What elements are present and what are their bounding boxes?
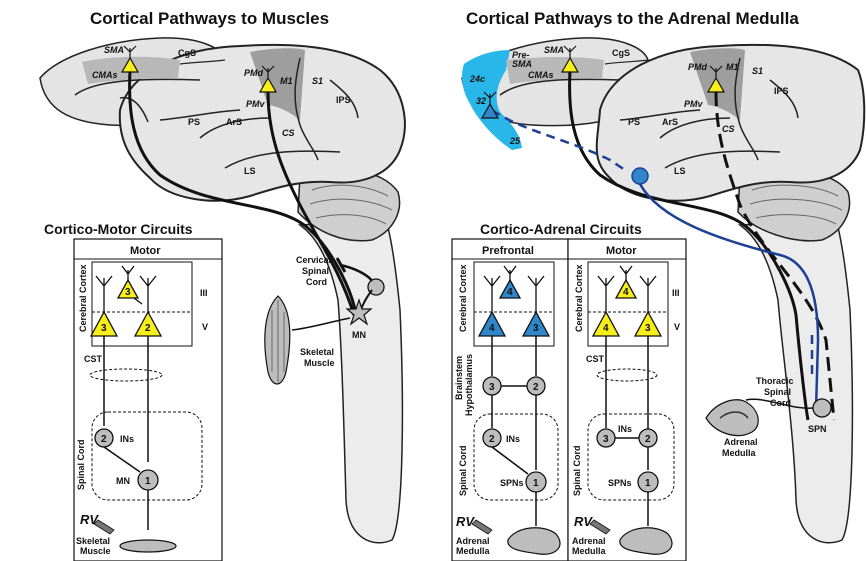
label-ips: IPS	[774, 86, 789, 96]
label-cmas: CMAs	[92, 70, 118, 80]
spinal-cord-label: Spinal Cord	[76, 439, 86, 490]
am-neuron-4-upper: 4	[623, 287, 629, 298]
motor-box-title: Motor	[130, 245, 161, 257]
pf-medulla-label: Medulla	[456, 546, 490, 556]
label-cervical: Cervical	[296, 255, 331, 265]
pf-neuron-1-spn: 1	[533, 478, 539, 489]
am-cst-label: CST	[586, 354, 605, 364]
am-neuron-2-spinal: 2	[645, 434, 651, 445]
label-adrenal: Adrenal	[724, 437, 758, 447]
label-m1: M1	[726, 62, 739, 72]
am-neuron-1-spn: 1	[645, 478, 651, 489]
pf-neuron-3-cortex: 3	[533, 323, 539, 334]
label-cgs: CgS	[178, 48, 196, 58]
label-spn: SPN	[808, 424, 827, 434]
motor-circuit-box: Motor Cerebral Cortex III V 3 3 2 CST Sp…	[74, 239, 222, 561]
am-layer-v: V	[674, 322, 680, 332]
label-ls: LS	[244, 166, 256, 176]
pf-spns-label: SPNs	[500, 478, 524, 488]
label-25: 25	[509, 136, 521, 146]
pf-adrenal-label: Adrenal	[456, 536, 490, 546]
label-ips: IPS	[336, 95, 351, 105]
pf-neuron-2-spinal: 2	[489, 434, 495, 445]
label-pmv: PMv	[684, 99, 704, 109]
layer-iii: III	[200, 288, 208, 298]
pf-spinal-cord-label: Spinal Cord	[458, 445, 468, 496]
label-cs: CS	[722, 124, 735, 134]
left-title: Cortical Pathways to Muscles	[90, 9, 329, 28]
label-sma: SMA	[104, 45, 124, 55]
hypothalamus-label: Hypothalamus	[464, 354, 474, 416]
am-spns-label: SPNs	[608, 478, 632, 488]
pf-cerebral-cortex-label: Cerebral Cortex	[458, 264, 468, 332]
label-ps: PS	[628, 117, 640, 127]
am-box-title: Motor	[606, 245, 637, 257]
pf-neuron-2-brainstem: 2	[533, 382, 539, 393]
label-cmas: CMAs	[528, 70, 554, 80]
label-muscle: Muscle	[304, 358, 335, 368]
neuron-2-interneuron: 2	[101, 434, 107, 445]
pf-neuron-3-brainstem: 3	[489, 382, 495, 393]
pf-rv-label: RV	[456, 514, 475, 529]
label-pmd: PMd	[244, 68, 264, 78]
label-cs: CS	[282, 128, 295, 138]
am-adrenal-label: Adrenal	[572, 536, 606, 546]
label-ls: LS	[674, 166, 686, 176]
neuron-2-cortex: 2	[145, 323, 151, 334]
label-cgs: CgS	[612, 48, 630, 58]
label-mn: MN	[352, 330, 366, 340]
neuron-1-mn: 1	[145, 476, 151, 487]
muscle-label: Muscle	[80, 546, 111, 556]
mn-label: MN	[116, 476, 130, 486]
label-skeletal: Skeletal	[300, 347, 334, 357]
am-neuron-3-spinal: 3	[603, 434, 609, 445]
pf-neuron-4-lower: 4	[489, 323, 495, 334]
am-medulla-label: Medulla	[572, 546, 606, 556]
label-pmd: PMd	[688, 62, 708, 72]
label-ps: PS	[188, 117, 200, 127]
am-rv-label: RV	[574, 514, 593, 529]
am-neuron-4-lower: 4	[603, 323, 609, 334]
label-thoracic: Thoracic	[756, 376, 794, 386]
label-ars: ArS	[662, 117, 678, 127]
neuron-3-lower: 3	[101, 323, 107, 334]
label-s1: S1	[312, 76, 323, 86]
cst-label: CST	[84, 354, 103, 364]
label-spinal: Spinal	[302, 266, 329, 276]
am-cerebral-cortex-label: Cerebral Cortex	[574, 264, 584, 332]
label-ars: ArS	[226, 117, 242, 127]
label-32: 32	[476, 96, 486, 106]
brainstem-label: Brainstem	[454, 356, 464, 400]
adrenal-motor-circuit-box: Motor Cerebral Cortex III V 4 4 3 CST Sp…	[568, 239, 686, 561]
left-circuits-title: Cortico-Motor Circuits	[44, 221, 193, 237]
skeletal-label: Skeletal	[76, 536, 110, 546]
am-spinal-cord-label: Spinal Cord	[572, 445, 582, 496]
label-spinal: Spinal	[764, 387, 791, 397]
pf-neuron-4-upper: 4	[507, 287, 513, 298]
am-ins-label: INs	[618, 424, 632, 434]
label-cord: Cord	[770, 398, 791, 408]
am-neuron-3-cortex: 3	[645, 323, 651, 334]
am-layer-iii: III	[672, 288, 680, 298]
neuron-3-upper: 3	[125, 287, 131, 298]
cerebral-cortex-label: Cerebral Cortex	[78, 264, 88, 332]
label-cord: Cord	[306, 277, 327, 287]
adrenal-medulla-icon	[706, 400, 758, 436]
label-s1: S1	[752, 66, 763, 76]
label-sma: SMA	[544, 45, 564, 55]
label-pmv: PMv	[246, 99, 266, 109]
label-m1: M1	[280, 76, 293, 86]
ins-label: INs	[120, 434, 134, 444]
right-circuits-title: Cortico-Adrenal Circuits	[480, 221, 642, 237]
label-pre-sma: SMA	[512, 59, 532, 69]
skeletal-muscle-icon	[120, 540, 176, 552]
label-medulla: Medulla	[722, 448, 756, 458]
pf-ins-label: INs	[506, 434, 520, 444]
layer-v: V	[202, 322, 208, 332]
prefrontal-circuit-box: Prefrontal Cerebral Cortex 4 4 3 Brainst…	[452, 239, 568, 561]
prefrontal-box-title: Prefrontal	[482, 245, 534, 257]
label-24c: 24c	[469, 74, 485, 84]
right-title: Cortical Pathways to the Adrenal Medulla	[466, 9, 799, 28]
